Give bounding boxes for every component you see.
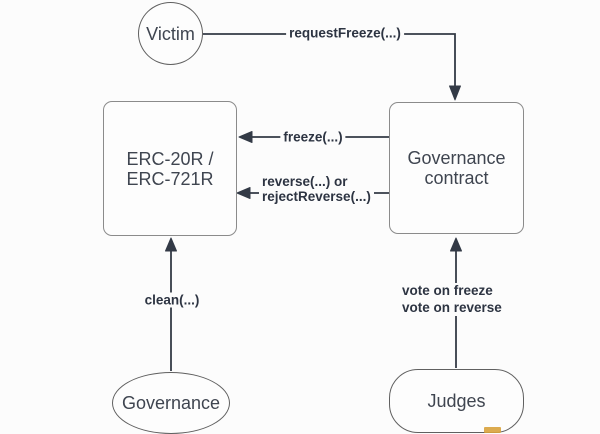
node-erc20r-line2: ERC-721R <box>126 168 214 189</box>
edge-label-reverse-line2: rejectReverse(...) <box>262 189 371 204</box>
edge-label-clean: clean(...) <box>141 292 203 308</box>
arrowhead-left-icon <box>238 131 253 143</box>
edge-label-reverse-line1: reverse(...) or <box>262 174 348 189</box>
edge-clean <box>165 237 177 371</box>
edge-request-freeze-line <box>203 33 456 86</box>
edge-label-freeze: freeze(...) <box>280 129 346 145</box>
edge-label-vote-line1: vote on freeze <box>402 283 493 298</box>
edge-label-vote-line2: vote on reverse <box>402 299 502 315</box>
edge-label-reverse: reverse(...) or rejectReverse(...) <box>259 174 374 204</box>
watermark-fragment <box>484 427 501 433</box>
node-erc20r-erc721r: ERC-20R / ERC-721R <box>103 101 237 236</box>
arrowhead-up-icon <box>450 237 462 252</box>
node-governance: Governance <box>112 372 230 434</box>
edge-label-request-freeze: requestFreeze(...) <box>286 25 404 41</box>
node-governance-contract-line2: contract <box>424 168 489 188</box>
node-governance-contract-label: Governance contract <box>407 148 505 188</box>
node-judges: Judges <box>389 369 524 433</box>
arrowhead-up-icon <box>165 237 177 252</box>
node-victim-label: Victim <box>146 23 195 44</box>
edge-request-freeze <box>203 33 461 101</box>
arrowhead-left-icon <box>236 187 251 199</box>
node-erc20r-line1: ERC-20R / <box>126 148 214 169</box>
node-governance-contract: Governance contract <box>389 102 524 234</box>
node-governance-label: Governance <box>121 393 221 413</box>
node-erc20r-erc721r-label: ERC-20R / ERC-721R <box>126 149 213 189</box>
node-judges-label: Judges <box>427 391 486 411</box>
arrowhead-down-icon <box>449 85 461 101</box>
node-governance-contract-line1: Governance <box>407 148 506 168</box>
edge-label-vote: vote on freeze vote on reverse <box>399 283 505 316</box>
node-victim: Victim <box>138 2 203 65</box>
